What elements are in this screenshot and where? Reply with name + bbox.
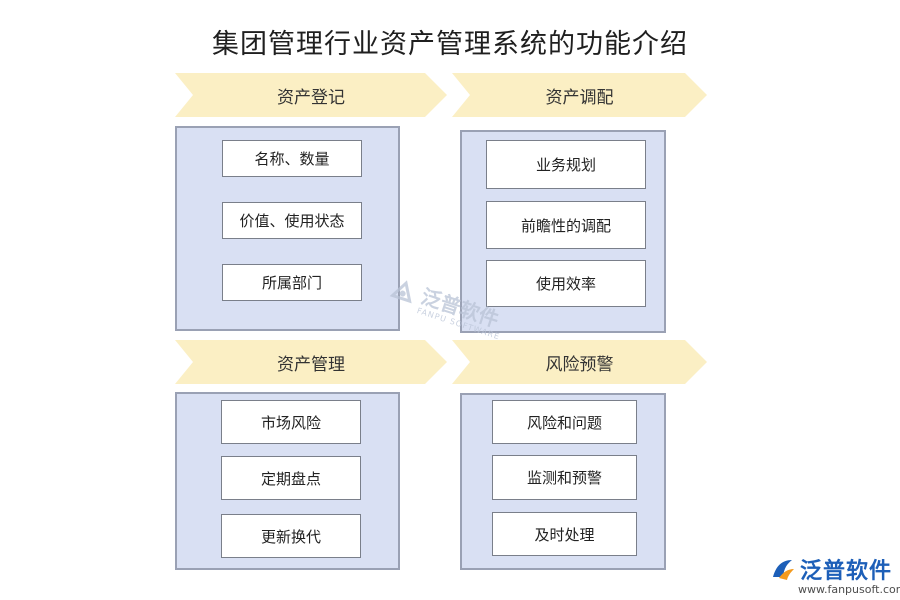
brand-logo-icon [773,560,794,580]
section-4-item-3: 及时处理 [492,512,637,556]
brand-logo: 泛普软件 [770,553,892,585]
page-title: 集团管理行业资产管理系统的功能介绍 [212,29,688,60]
section-1-item-2: 价值、使用状态 [222,202,362,239]
section-3-item-3: 更新换代 [221,514,361,558]
watermark: 泛普软件 FANPU SOFTWARE [385,271,509,341]
brand-logo-name: 泛普软件 [800,559,893,584]
section-3-heading: 资产管理 [277,354,345,375]
section-2-item-3: 使用效率 [486,260,646,307]
section-2-item-2: 前瞻性的调配 [486,201,646,249]
section-1-item-1: 名称、数量 [222,140,362,177]
section-2-heading: 资产调配 [545,87,614,108]
section-4-heading: 风险预警 [545,354,614,375]
brand-logo-url: www.fanpusoft.com [798,583,900,596]
section-2-item-1: 业务规划 [486,140,646,189]
section-3-item-2: 定期盘点 [221,456,361,500]
section-1-heading: 资产登记 [277,87,345,108]
section-3-item-1: 市场风险 [221,400,361,444]
section-1-banner: 资产登记 [175,73,447,117]
section-2-banner: 资产调配 [452,73,707,117]
section-4-item-2: 监测和预警 [492,455,637,500]
watermark-logo-icon [389,280,412,304]
section-4-banner: 风险预警 [452,340,707,384]
section-1-item-3: 所属部门 [222,264,362,301]
section-4-item-1: 风险和问题 [492,400,637,444]
section-3-banner: 资产管理 [175,340,447,384]
